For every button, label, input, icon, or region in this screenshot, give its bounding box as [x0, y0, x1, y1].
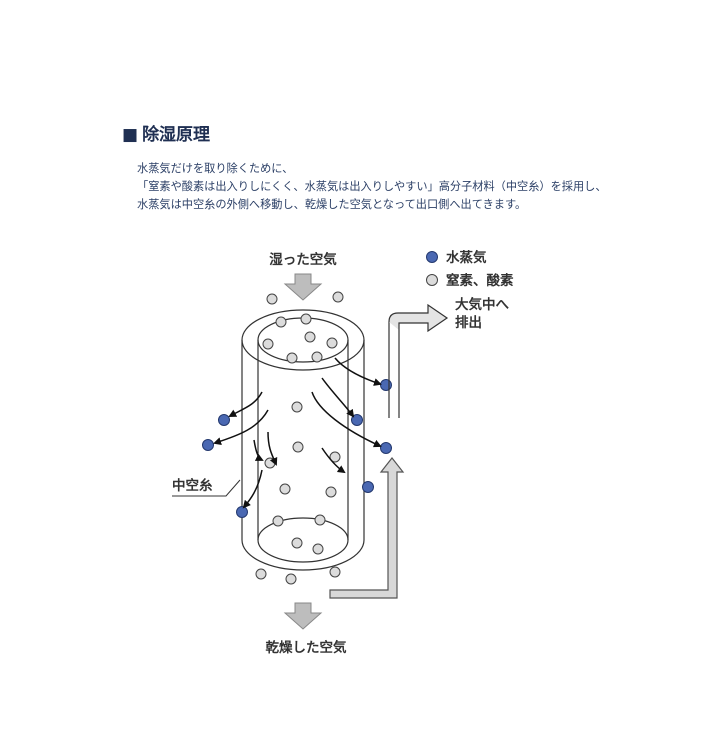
legend: 水蒸気 窒素、酸素: [426, 249, 514, 289]
atmosphere-label-line1: 大気中へ: [455, 296, 509, 313]
water-vapor-molecules: [202, 379, 392, 518]
description-line-3: 水蒸気は中空糸の外側へ移動し、乾燥した空気となって出口側へ出てきます。: [137, 198, 527, 211]
section-title: 除湿原理: [142, 125, 211, 145]
vapor-movement-arrows: [213, 357, 382, 509]
legend-water-vapor-swatch: [426, 251, 438, 263]
legend-nitrogen-oxygen-label: 窒素、酸素: [446, 272, 514, 289]
outlet-label: 乾燥した空気: [266, 639, 347, 656]
section-heading: ■除湿原理: [122, 120, 210, 145]
heading-square-marker: ■: [122, 125, 139, 145]
inlet-label: 湿った空気: [269, 251, 337, 268]
nitrogen-oxygen-molecules: [255, 291, 344, 585]
fiber-label: 中空糸: [172, 477, 213, 494]
purge-return-pipe: [329, 457, 405, 599]
outlet-arrow: [283, 602, 323, 630]
hollow-fiber-cylinder: [241, 309, 365, 571]
description-line-2: 「窒素や酸素は出入りしにくく、水蒸気は出入りしやすい」高分子材料（中空糸）を採用…: [137, 180, 607, 193]
legend-nitrogen-oxygen-swatch: [426, 274, 438, 286]
exhaust-pipe: [388, 303, 449, 418]
inlet-arrow: [283, 273, 323, 301]
atmosphere-label-line2: 排出: [455, 314, 482, 331]
description-line-1: 水蒸気だけを取り除くために、: [137, 162, 294, 175]
description-text: 水蒸気だけを取り除くために、 「窒素や酸素は出入りしにくく、水蒸気は出入りしやす…: [137, 160, 607, 214]
legend-water-vapor-label: 水蒸気: [446, 249, 487, 266]
fiber-leader-line: [172, 479, 241, 497]
